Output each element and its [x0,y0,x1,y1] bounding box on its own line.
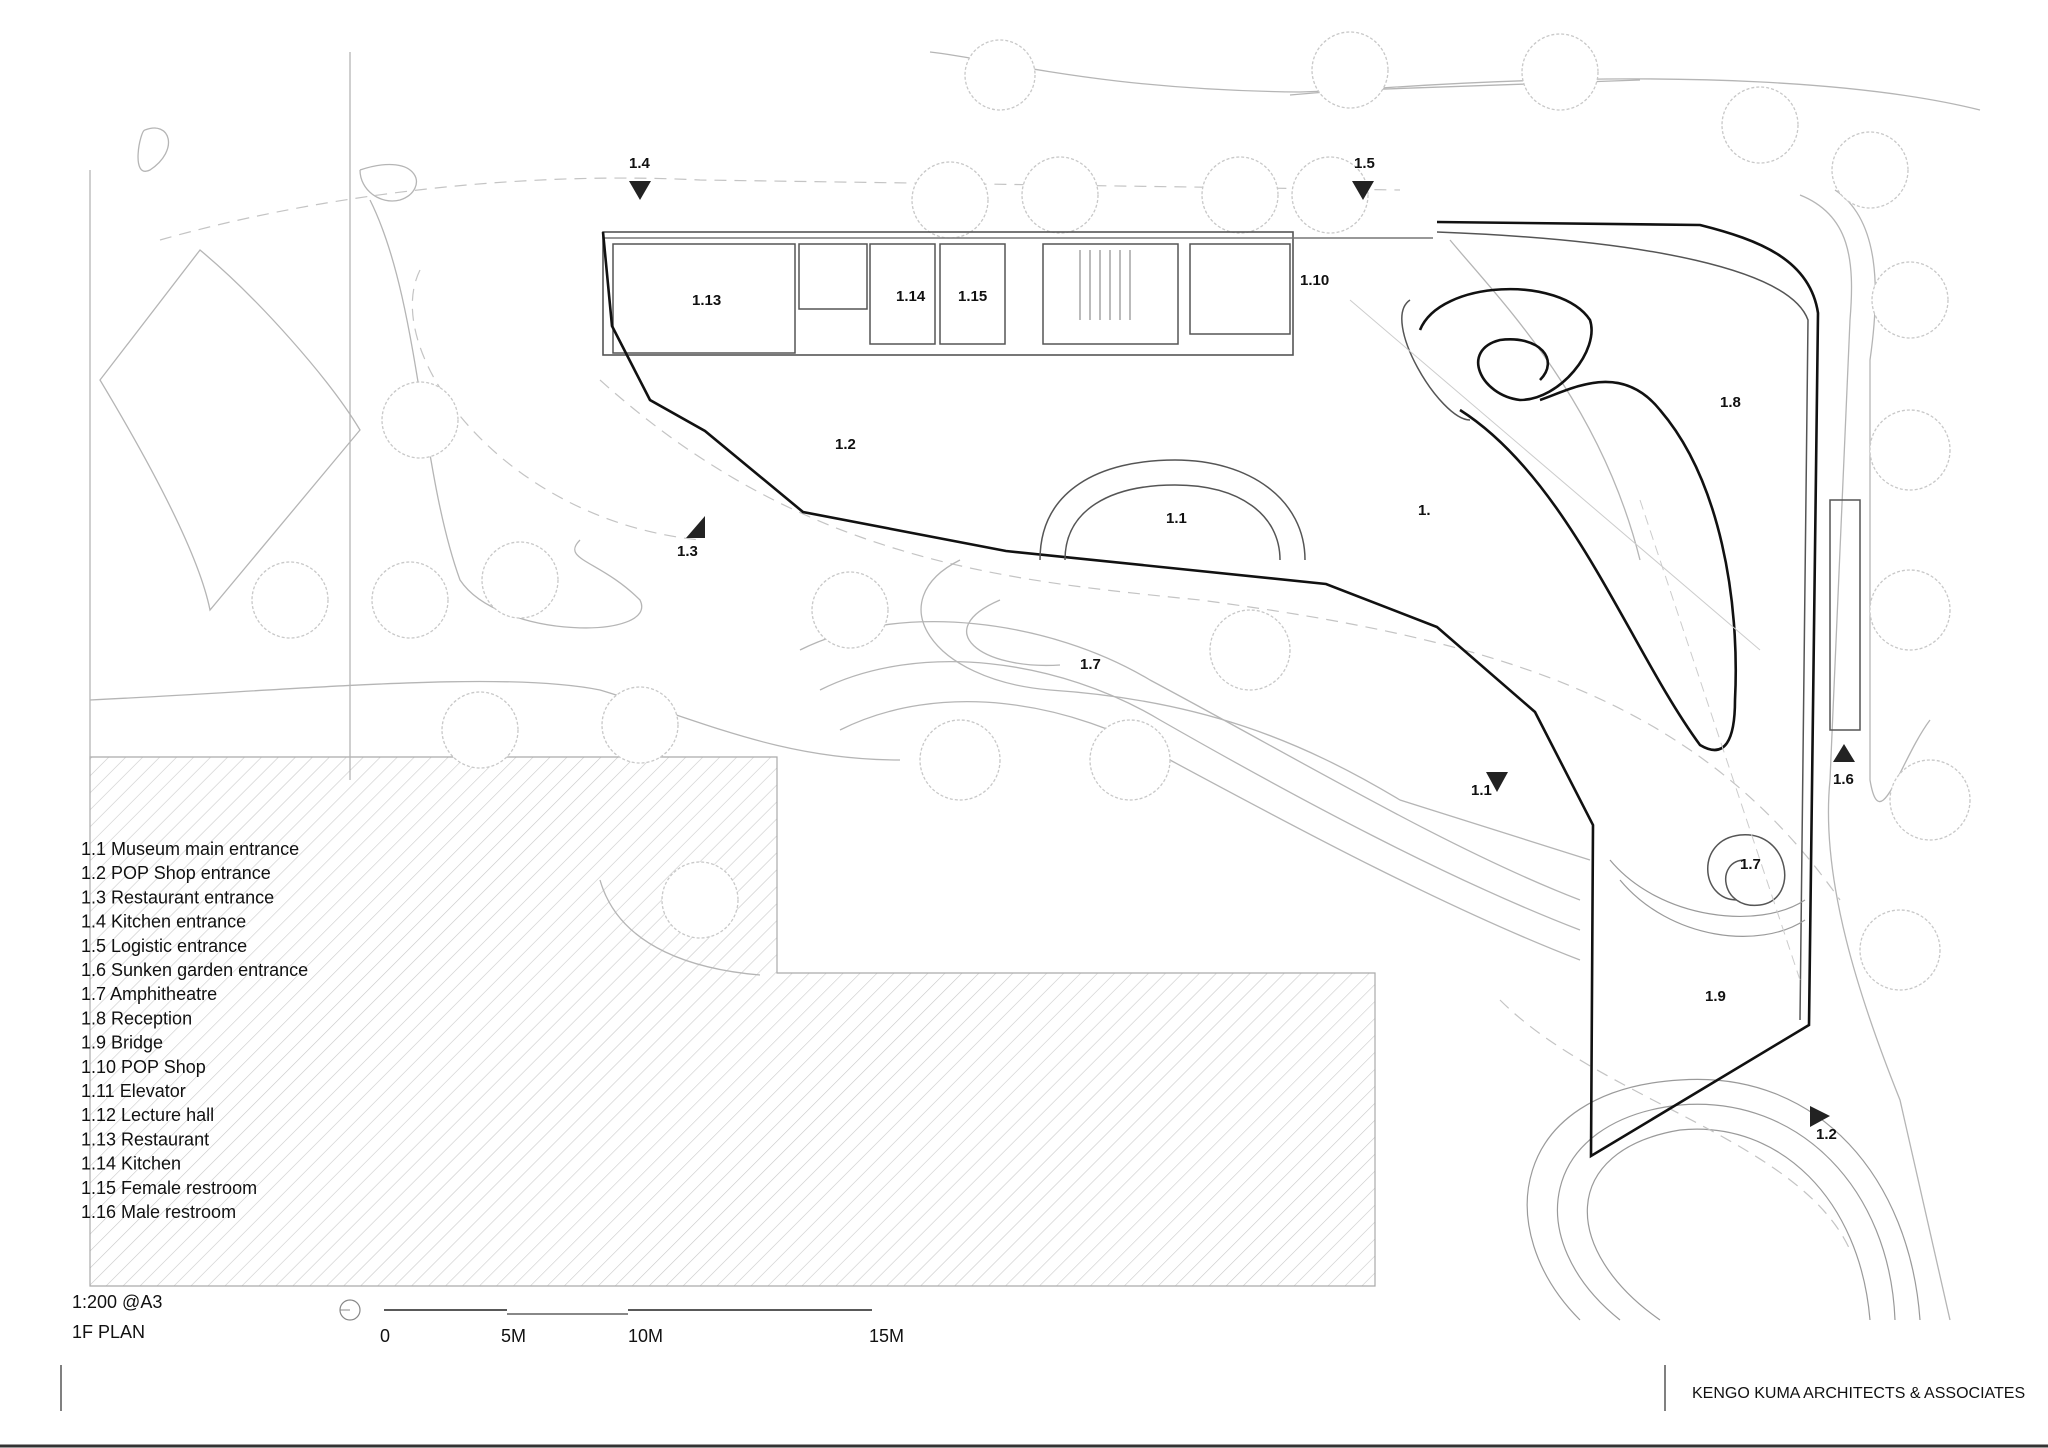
legend-item: 1.10 POP Shop [81,1057,206,1077]
legend: 1.1 Museum main entrance 1.2 POP Shop ent… [81,839,308,1222]
legend-item: 1.13 Restaurant [81,1129,209,1149]
room-label-unnumbered: 1. [1418,502,1431,519]
scale-tick-0: 0 [380,1326,390,1346]
building-outline [601,220,1861,1159]
entrance-label-sunken-garden: 1.6 [1833,771,1854,788]
room-label-pop-shop-entrance: 1.2 [835,436,856,453]
legend-item: 1.5 Logistic entrance [81,936,247,956]
entrance-arrow-icon [1833,744,1855,762]
legend-item: 1.7 Amphitheatre [81,984,217,1004]
room-label-amphitheatre-2: 1.7 [1740,856,1761,873]
scale-bar: 0 5M 10M 15M [339,1299,904,1346]
drawing-title: 1F PLAN [72,1322,145,1342]
firm-name: KENGO KUMA ARCHITECTS & ASSOCIATES [1692,1385,2025,1402]
room-label-bridge: 1.9 [1705,988,1726,1005]
entrance-label-logistic: 1.5 [1354,155,1375,172]
scale-tick-10m: 10M [628,1326,663,1346]
legend-item: 1.9 Bridge [81,1033,163,1053]
legend-item: 1.12 Lecture hall [81,1105,214,1125]
entrance-arrow-icon [1352,181,1374,200]
entrance-arrow-icon [629,181,651,200]
legend-item: 1.2 POP Shop entrance [81,863,271,883]
entrance-arrow-icon [1810,1106,1830,1127]
legend-item: 1.8 Reception [81,1008,192,1028]
room-label-female-restroom: 1.15 [958,288,987,305]
legend-item: 1.11 Elevator [81,1081,186,1101]
room-labels: 1.13 1.14 1.15 1.10 1.8 1.2 1.1 1. 1.7 1… [692,272,1761,1005]
legend-item: 1.6 Sunken garden entrance [81,960,308,980]
hatched-existing-building [89,756,1376,1287]
legend-item: 1.4 Kitchen entrance [81,912,246,932]
room-label-pop-shop: 1.10 [1300,272,1329,289]
legend-item: 1.16 Male restroom [81,1202,236,1222]
scale-note: 1:200 @A3 [72,1292,162,1312]
room-label-reception: 1.8 [1720,394,1741,411]
entrance-label-main: 1.1 [1471,782,1492,799]
entrance-arrow-icon [686,516,705,538]
entrance-markers: 1.4 1.5 1.3 1.1 1.6 1.2 [629,155,1855,1143]
entrance-label-pop-shop: 1.2 [1816,1126,1837,1143]
legend-item: 1.15 Female restroom [81,1178,257,1198]
site-context [89,51,1981,1321]
legend-item: 1.3 Restaurant entrance [81,887,274,907]
entrance-label-restaurant: 1.3 [677,543,698,560]
entrance-label-kitchen: 1.4 [629,155,651,172]
scale-tick-5m: 5M [501,1326,526,1346]
legend-item: 1.1 Museum main entrance [81,839,299,859]
legend-item: 1.14 Kitchen [81,1154,181,1174]
entrance-arrow-icon [1486,772,1508,792]
room-label-restaurant: 1.13 [692,292,721,309]
room-label-amphitheatre: 1.7 [1080,656,1101,673]
room-label-kitchen: 1.14 [896,288,926,305]
scale-tick-15m: 15M [869,1326,904,1346]
room-label-main-entrance: 1.1 [1166,510,1187,527]
trees [251,31,1971,991]
